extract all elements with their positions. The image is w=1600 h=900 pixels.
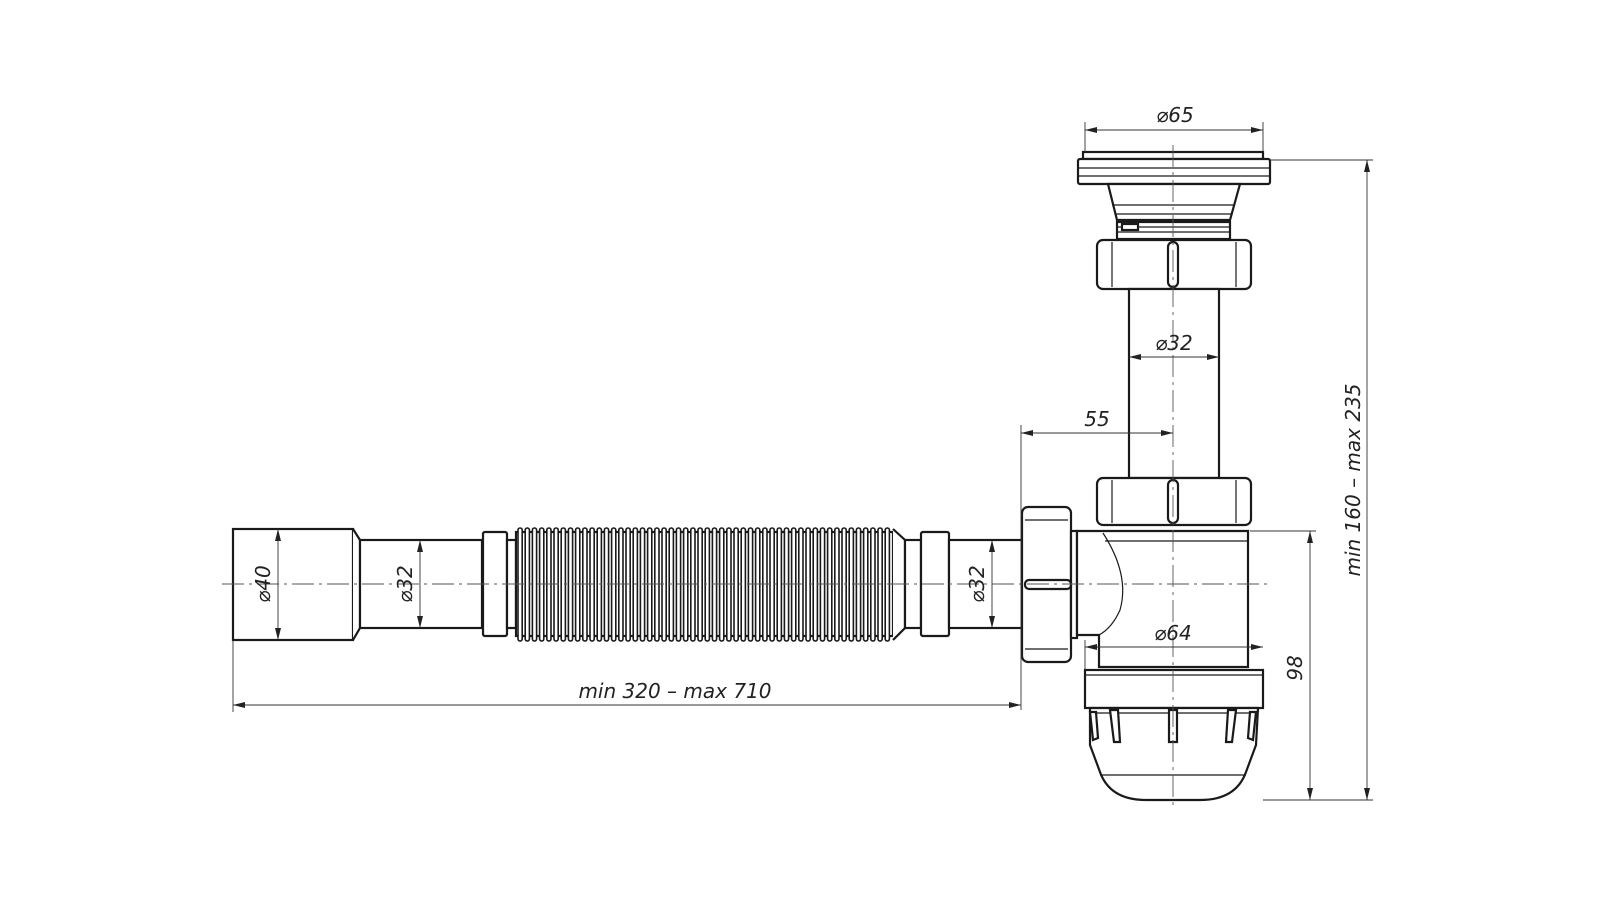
hose-rib [581, 527, 588, 642]
hose-rib [553, 527, 559, 642]
hose-rib [725, 527, 732, 642]
hose-rib [733, 527, 739, 642]
hose-rib [826, 527, 833, 642]
label-bottle-diameter: ⌀64 [1154, 621, 1192, 645]
label-offset: 55 [1084, 407, 1109, 431]
dim-bottle-98 [1250, 530, 1316, 800]
hose-rib [610, 527, 617, 642]
hose-rib [668, 527, 675, 642]
hose-rib [617, 527, 624, 642]
hose-rib [769, 527, 775, 642]
thread [1115, 220, 1232, 241]
label-total-height: min 160 – max 235 [1341, 383, 1365, 576]
hose-rib [790, 527, 797, 642]
label-tube-diameter: ⌀32 [1155, 331, 1193, 355]
hose-rib [639, 527, 646, 642]
dim-offset-55 [1020, 425, 1173, 710]
hose-rib [884, 527, 891, 642]
hose-rib [675, 527, 682, 642]
grate-flange [1076, 150, 1272, 222]
corrugated-hose [514, 527, 895, 642]
bottle-body [1075, 529, 1250, 669]
hose-rib [805, 527, 811, 642]
hose-rib [524, 527, 531, 642]
hose-rib [855, 527, 862, 642]
label-socket-diameter: ⌀40 [251, 565, 275, 603]
hose-rib [531, 527, 538, 642]
hose-rib [689, 527, 696, 642]
hose-rib [740, 527, 747, 642]
hose-rib [560, 527, 567, 642]
hose-rib [697, 527, 703, 642]
hose-rib [819, 527, 826, 642]
hose-rib [718, 527, 725, 642]
hose-rib [761, 527, 768, 642]
label-inlet-diameter: ⌀32 [965, 565, 989, 603]
hose-rib [754, 527, 761, 642]
hose-rib [596, 527, 603, 642]
hose-rib [797, 527, 804, 642]
label-bottle-height: 98 [1283, 655, 1307, 680]
hose-rib [704, 527, 711, 642]
hose-rib [545, 527, 552, 642]
hose-rib [682, 527, 689, 642]
hose-rib [711, 527, 718, 642]
hose-rib [574, 527, 581, 642]
hose-rib [517, 527, 523, 642]
hose-rib [632, 527, 639, 642]
hose-rib [848, 527, 855, 642]
label-grate-diameter: ⌀65 [1156, 103, 1194, 127]
hose-rib [653, 527, 660, 642]
dim-grate-65 [1084, 122, 1264, 152]
hose-rib [869, 527, 876, 642]
hose-rib [812, 527, 819, 642]
hose-rib [603, 527, 610, 642]
label-total-length: min 320 – max 710 [578, 679, 771, 703]
hose-rib [567, 527, 574, 642]
bottle-cap [1083, 668, 1265, 802]
hose-rib [625, 527, 631, 642]
hose-rib [862, 527, 869, 642]
hose-taper [892, 528, 907, 641]
hose-rib [833, 527, 840, 642]
hose-rib [747, 527, 754, 642]
label-outlet-diameter: ⌀32 [393, 565, 417, 603]
hose-rib [661, 527, 667, 642]
lower-nut [1095, 476, 1253, 527]
side-nut [1020, 505, 1079, 664]
dim-length-total [232, 640, 1021, 712]
vertical-tube-32 [1127, 287, 1221, 480]
hose-rib [783, 527, 790, 642]
hose-rib [841, 527, 847, 642]
hose-rib [589, 527, 595, 642]
outlet-socket-40 [231, 527, 362, 642]
upper-nut [1095, 238, 1253, 291]
hose-rib [538, 527, 545, 642]
hose-rib [776, 527, 783, 642]
hose-rib [877, 527, 883, 642]
dim-height-total [1263, 159, 1373, 801]
hose-rib [646, 527, 653, 642]
